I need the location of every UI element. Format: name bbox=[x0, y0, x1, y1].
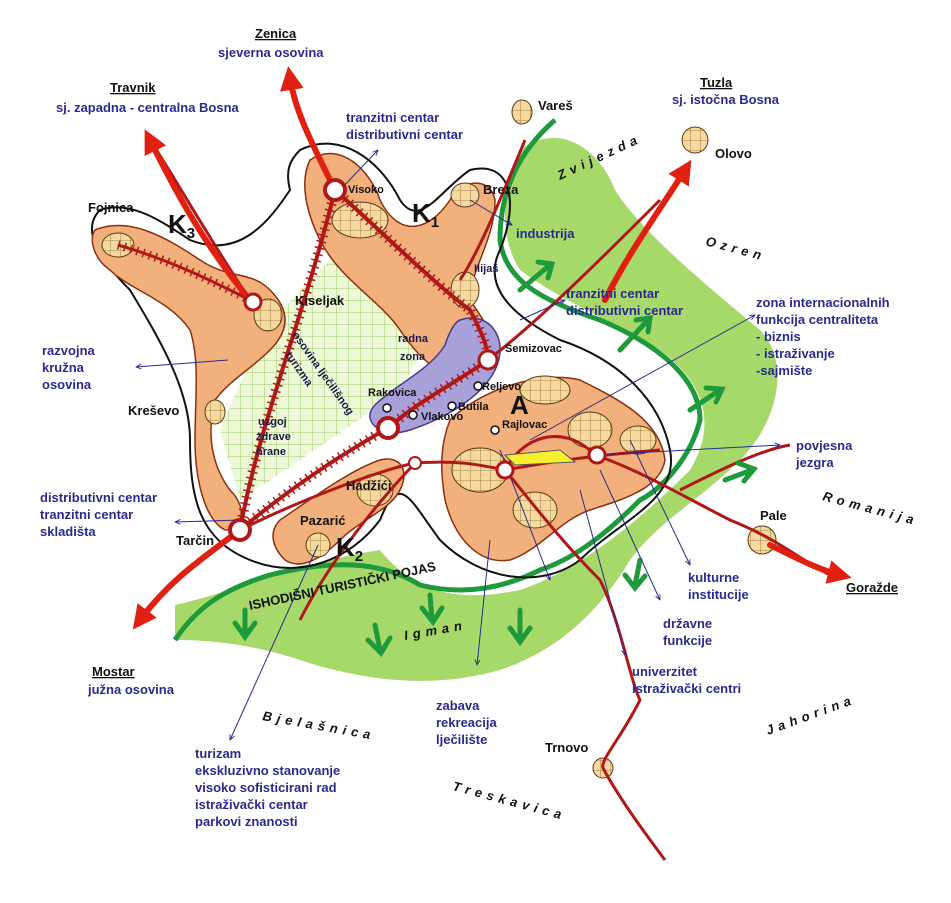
place-butila: Butila bbox=[458, 401, 489, 413]
ann-kulturne-1: kulturne bbox=[688, 570, 739, 585]
place-kresevo: Kreševo bbox=[128, 403, 179, 418]
uzgoj-3: hrane bbox=[256, 446, 286, 458]
ann-industrija: industrija bbox=[516, 226, 575, 241]
road-network bbox=[148, 139, 831, 861]
ann-povjesna-2: jezgra bbox=[795, 455, 834, 470]
ann-turizam-1: turizam bbox=[195, 746, 241, 761]
zone-k2: K2 bbox=[336, 532, 363, 565]
place-kiseljak: Kiseljak bbox=[295, 293, 345, 308]
place-pazaric: Pazarić bbox=[300, 513, 346, 528]
urban-zone-west bbox=[91, 224, 286, 531]
zone-k3: K3 bbox=[168, 209, 195, 242]
ann-razvojna-1: razvojna bbox=[42, 343, 96, 358]
place-olovo: Olovo bbox=[715, 146, 752, 161]
ann-razvojna-2: kružna bbox=[42, 360, 85, 375]
ann-zona-2: funkcija centraliteta bbox=[756, 312, 879, 327]
ann-semizovac-2: distributivni centar bbox=[566, 303, 683, 318]
place-rakovica: Rakovica bbox=[368, 387, 417, 399]
uzgoj-2: zdrave bbox=[256, 431, 291, 443]
city-nodes bbox=[228, 178, 607, 542]
railway-lines bbox=[116, 186, 493, 534]
ann-zona-5: -sajmište bbox=[756, 363, 812, 378]
ann-zabava-2: rekreacija bbox=[436, 715, 497, 730]
place-semizovac: Semizovac bbox=[505, 343, 562, 355]
ann-semizovac-1: tranzitni centar bbox=[566, 286, 659, 301]
ann-turizam-2: ekskluzivno stanovanje bbox=[195, 763, 340, 778]
ann-zona-1: zona internacionalnih bbox=[756, 295, 890, 310]
travnik-desc: sj. zapadna - centralna Bosna bbox=[56, 100, 240, 115]
place-visoko: Visoko bbox=[348, 184, 384, 196]
yellow-core bbox=[503, 449, 577, 466]
ann-tarcin-3: skladišta bbox=[40, 524, 96, 539]
uzgoj-1: uzgoj bbox=[258, 416, 287, 428]
place-reljevo: Reljevo bbox=[482, 381, 521, 393]
radna-zona-1: radna bbox=[398, 333, 429, 345]
ann-drzavne-1: državne bbox=[663, 616, 712, 631]
region-outer-boundary bbox=[90, 142, 673, 579]
main-axes bbox=[132, 66, 852, 630]
tuzla-label: Tuzla bbox=[700, 75, 733, 90]
ann-visoko-2: distributivni centar bbox=[346, 127, 463, 142]
ann-kulturne-2: institucije bbox=[688, 587, 749, 602]
place-tarcin: Tarčin bbox=[176, 533, 214, 548]
zenica-desc: sjeverna osovina bbox=[218, 45, 324, 60]
mountain-treskavica: Treskavica bbox=[451, 778, 568, 823]
ann-turizam-5: parkovi znanosti bbox=[195, 814, 298, 829]
place-hadzici: Hadžići bbox=[346, 478, 392, 493]
mountain-jahorina: Jahorina bbox=[764, 692, 858, 738]
ann-tarcin-1: distributivni centar bbox=[40, 490, 157, 505]
tuzla-desc: sj. istočna Bosna bbox=[672, 92, 780, 107]
ann-drzavne-2: funkcije bbox=[663, 633, 712, 648]
pointer-lines bbox=[136, 150, 780, 740]
place-rajlovac: Rajlovac bbox=[502, 419, 547, 431]
place-vlakovo: Vlakovo bbox=[421, 411, 463, 423]
mostar-desc: južna osovina bbox=[87, 682, 175, 697]
ann-univerzitet-1: univerzitet bbox=[632, 664, 698, 679]
ann-tarcin-2: tranzitni centar bbox=[40, 507, 133, 522]
radna-zona-2: zona bbox=[400, 351, 426, 363]
mostar-label: Mostar bbox=[92, 664, 135, 679]
ann-zona-3: - biznis bbox=[756, 329, 801, 344]
zone-a: A bbox=[510, 390, 529, 420]
place-trnovo: Trnovo bbox=[545, 740, 588, 755]
mountain-ozren: Ozren bbox=[704, 233, 768, 263]
green-arrows bbox=[232, 259, 759, 658]
ann-turizam-3: visoko sofisticirani rad bbox=[195, 780, 337, 795]
mountain-bjelasnica: Bjelašnica bbox=[261, 708, 376, 743]
ann-turizam-4: istraživački centar bbox=[195, 797, 308, 812]
travnik-label: Travnik bbox=[110, 80, 156, 95]
zone-k1: K1 bbox=[412, 198, 439, 231]
place-pale: Pale bbox=[760, 508, 787, 523]
tourist-belt-zone bbox=[175, 137, 778, 681]
ann-zabava-1: zabava bbox=[436, 698, 480, 713]
ann-zona-4: - istraživanje bbox=[756, 346, 835, 361]
mountain-romanija: Romanija bbox=[821, 488, 920, 528]
place-vares: Vareš bbox=[538, 98, 573, 113]
ann-razvojna-3: osovina bbox=[42, 377, 92, 392]
ann-univerzitet-2: istraživački centri bbox=[632, 681, 741, 696]
ann-povjesna-1: povjesna bbox=[796, 438, 853, 453]
ann-visoko-1: tranzitni centar bbox=[346, 110, 439, 125]
place-fojnica: Fojnica bbox=[88, 200, 134, 215]
gorazde-label: Goražde bbox=[846, 580, 898, 595]
place-ilijas: Ilijaš bbox=[474, 263, 498, 275]
place-breza: Breza bbox=[483, 182, 519, 197]
zenica-label: Zenica bbox=[255, 26, 297, 41]
ann-zabava-3: lječilište bbox=[436, 732, 487, 747]
